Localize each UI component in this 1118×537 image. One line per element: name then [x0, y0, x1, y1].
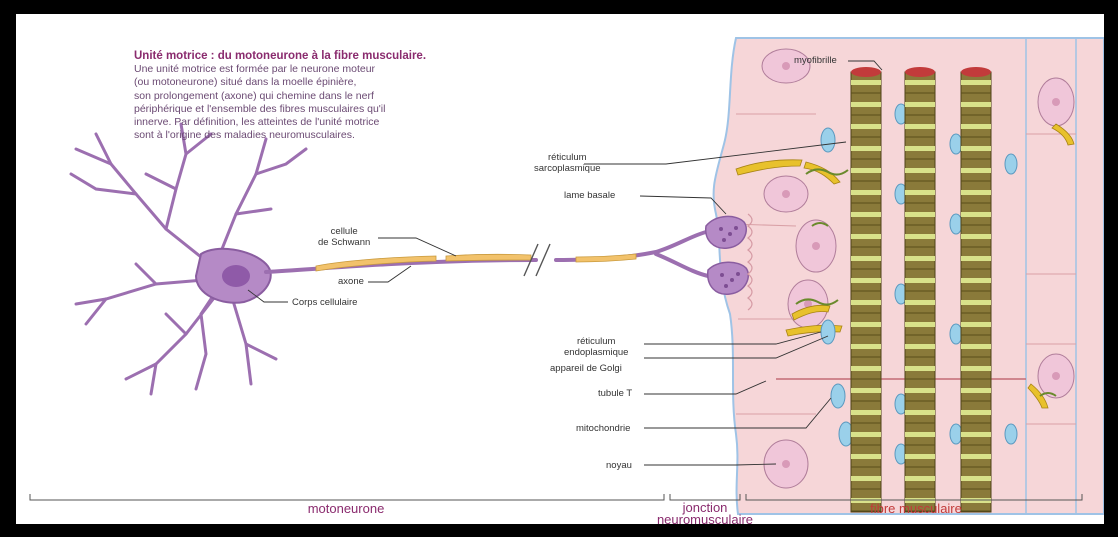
z-line-band: [961, 388, 991, 393]
label-corps-cellulaire: Corps cellulaire: [292, 297, 357, 308]
z-line-band: [905, 146, 935, 151]
label-reticulum-sarcoplasmique: réticulum sarcoplasmique: [534, 152, 601, 174]
z-line-band: [905, 476, 935, 481]
z-line-band: [905, 256, 935, 261]
z-line-band: [851, 410, 881, 415]
z-line-band: [961, 190, 991, 195]
z-line-band: [851, 234, 881, 239]
z-line-band: [905, 410, 935, 415]
z-line-band: [851, 168, 881, 173]
z-line-band: [905, 432, 935, 437]
z-line-band: [851, 300, 881, 305]
z-line-band: [961, 366, 991, 371]
z-line-band: [851, 366, 881, 371]
figure-frame: Unité motrice : du motoneurone à la fibr…: [16, 14, 1104, 524]
label-axone: axone: [338, 276, 364, 287]
z-line-band: [851, 102, 881, 107]
z-line-band: [851, 454, 881, 459]
z-line-band: [961, 124, 991, 129]
z-line-band: [905, 124, 935, 129]
z-line-band: [961, 432, 991, 437]
z-line-band: [851, 256, 881, 261]
z-line-band: [961, 102, 991, 107]
z-line-band: [961, 234, 991, 239]
z-line-band: [851, 432, 881, 437]
label-mitochondrie: mitochondrie: [576, 423, 630, 434]
z-line-band: [961, 476, 991, 481]
z-line-band: [851, 212, 881, 217]
z-line-band: [905, 234, 935, 239]
z-line-band: [851, 80, 881, 85]
label-lame-basale: lame basale: [564, 190, 615, 201]
z-line-band: [961, 344, 991, 349]
intro-text: Unité motrice : du motoneurone à la fibr…: [134, 50, 574, 142]
label-cellule-schwann: cellule de Schwann: [318, 226, 370, 248]
label-tubule-t: tubule T: [598, 388, 632, 399]
z-line-band: [851, 344, 881, 349]
z-line-band: [905, 80, 935, 85]
label-appareil-golgi: appareil de Golgi: [550, 363, 622, 374]
section-fibre-musculaire: fibre musculaire: [836, 502, 996, 516]
z-line-band: [961, 300, 991, 305]
z-line-band: [905, 278, 935, 283]
z-line-band: [851, 322, 881, 327]
z-line-band: [851, 190, 881, 195]
z-line-band: [961, 322, 991, 327]
label-myofibrille: myofibrille: [794, 55, 837, 66]
z-line-band: [905, 454, 935, 459]
z-line-band: [961, 278, 991, 283]
z-line-band: [961, 410, 991, 415]
z-line-band: [905, 168, 935, 173]
z-line-band: [851, 476, 881, 481]
label-reticulum-endoplasmique: réticulum endoplasmique: [564, 336, 628, 358]
section-motoneurone: motoneurone: [246, 502, 446, 516]
z-line-band: [905, 102, 935, 107]
z-line-band: [961, 256, 991, 261]
z-line-band: [905, 322, 935, 327]
z-line-band: [961, 146, 991, 151]
z-line-band: [905, 300, 935, 305]
intro-body: Une unité motrice est formée par le neur…: [134, 63, 574, 142]
intro-title: Unité motrice : du motoneurone à la fibr…: [134, 50, 574, 63]
z-line-band: [905, 212, 935, 217]
z-line-band: [961, 80, 991, 85]
z-line-band: [851, 388, 881, 393]
z-line-band: [905, 388, 935, 393]
neuron-nucleus: [222, 265, 250, 287]
section-jonction: jonction neuromusculaire: [644, 502, 766, 524]
z-line-band: [905, 366, 935, 371]
z-line-band: [851, 278, 881, 283]
z-line-band: [961, 168, 991, 173]
z-line-band: [961, 212, 991, 217]
z-line-band: [905, 344, 935, 349]
z-line-band: [851, 124, 881, 129]
z-line-band: [851, 146, 881, 151]
z-line-band: [961, 454, 991, 459]
z-line-band: [905, 190, 935, 195]
label-noyau: noyau: [606, 460, 632, 471]
